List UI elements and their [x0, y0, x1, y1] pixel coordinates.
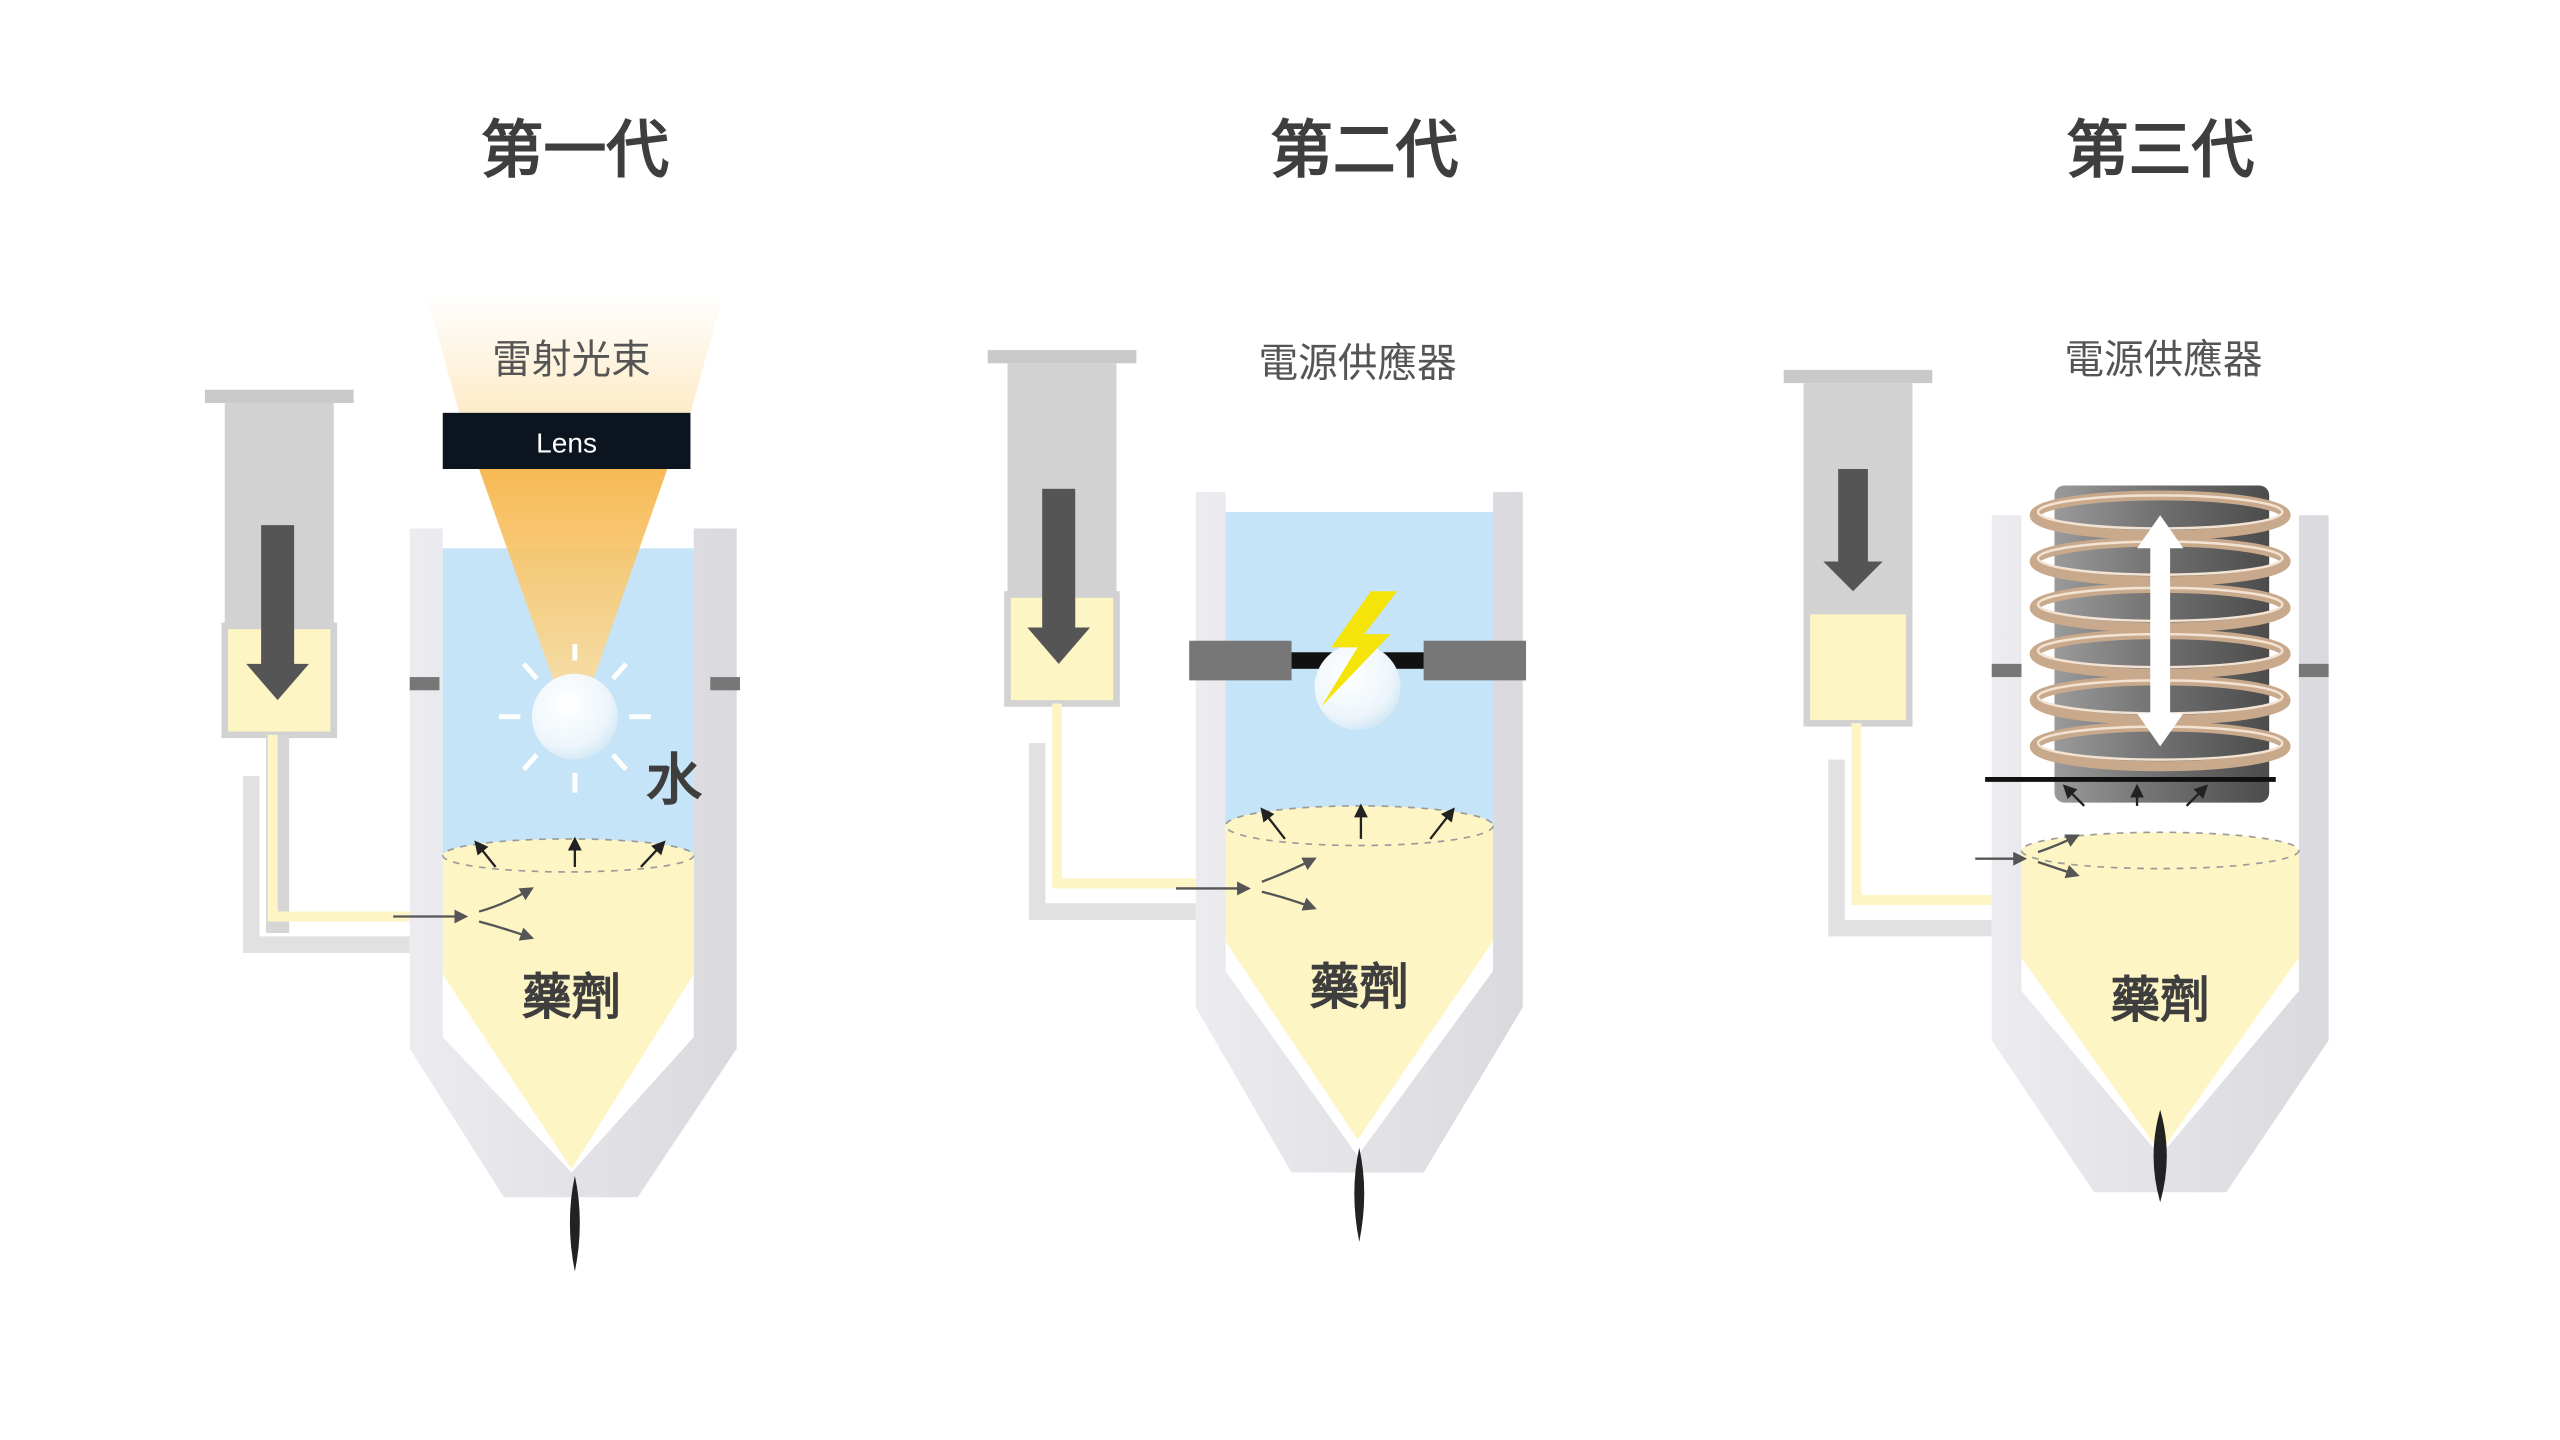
syringe-icon: [1783, 369, 1992, 937]
lens-block: [442, 412, 691, 469]
syringe-icon: [204, 389, 410, 953]
laser-glow: [426, 293, 724, 413]
lightning-icon: [1321, 591, 1398, 707]
coil-icon: [1985, 485, 2291, 803]
generation-3-panel: 第三代 電源供應器: [1783, 114, 2329, 1203]
generation-2-panel: 第二代 電源供應器: [987, 114, 1527, 1242]
syringe-icon: [987, 350, 1196, 920]
generation-3-drug-label: 藥劑: [2111, 971, 2210, 1029]
generation-2-drug-label: 藥劑: [1310, 958, 1409, 1016]
generation-1-panel: 第一代 雷射光束 Lens: [204, 114, 740, 1272]
generation-3-title: 第三代: [2066, 114, 2255, 187]
bubble-icon: [498, 644, 651, 793]
reaction-vessel: [1195, 492, 1523, 1173]
generation-1-source-label: 雷射光束: [492, 337, 651, 383]
droplet-icon: [2153, 1109, 2167, 1203]
generation-2-title: 第二代: [1270, 114, 1459, 187]
generation-2-source-label: 電源供應器: [1259, 341, 1457, 387]
laser-beam: [479, 468, 668, 714]
lens-label: Lens: [536, 427, 597, 458]
generation-3-source-label: 電源供應器: [2064, 337, 2262, 383]
flow-arrows: [1975, 783, 2209, 879]
flow-arrows: [1175, 803, 1455, 911]
generation-1-drug-label: 藥劑: [522, 968, 621, 1026]
droplet-icon: [569, 1175, 580, 1272]
double-arrow-icon: [2137, 515, 2184, 747]
water-label: 水: [646, 748, 703, 813]
flow-arrows: [393, 836, 666, 941]
drug-layer: [442, 855, 694, 1170]
drug-layer: [2021, 850, 2299, 1153]
droplet-icon: [1354, 1147, 1365, 1242]
reaction-vessel: [1991, 515, 2329, 1193]
bubble-icon: [1314, 644, 1401, 730]
drug-layer: [1225, 825, 1494, 1140]
generation-1-title: 第一代: [481, 114, 670, 187]
